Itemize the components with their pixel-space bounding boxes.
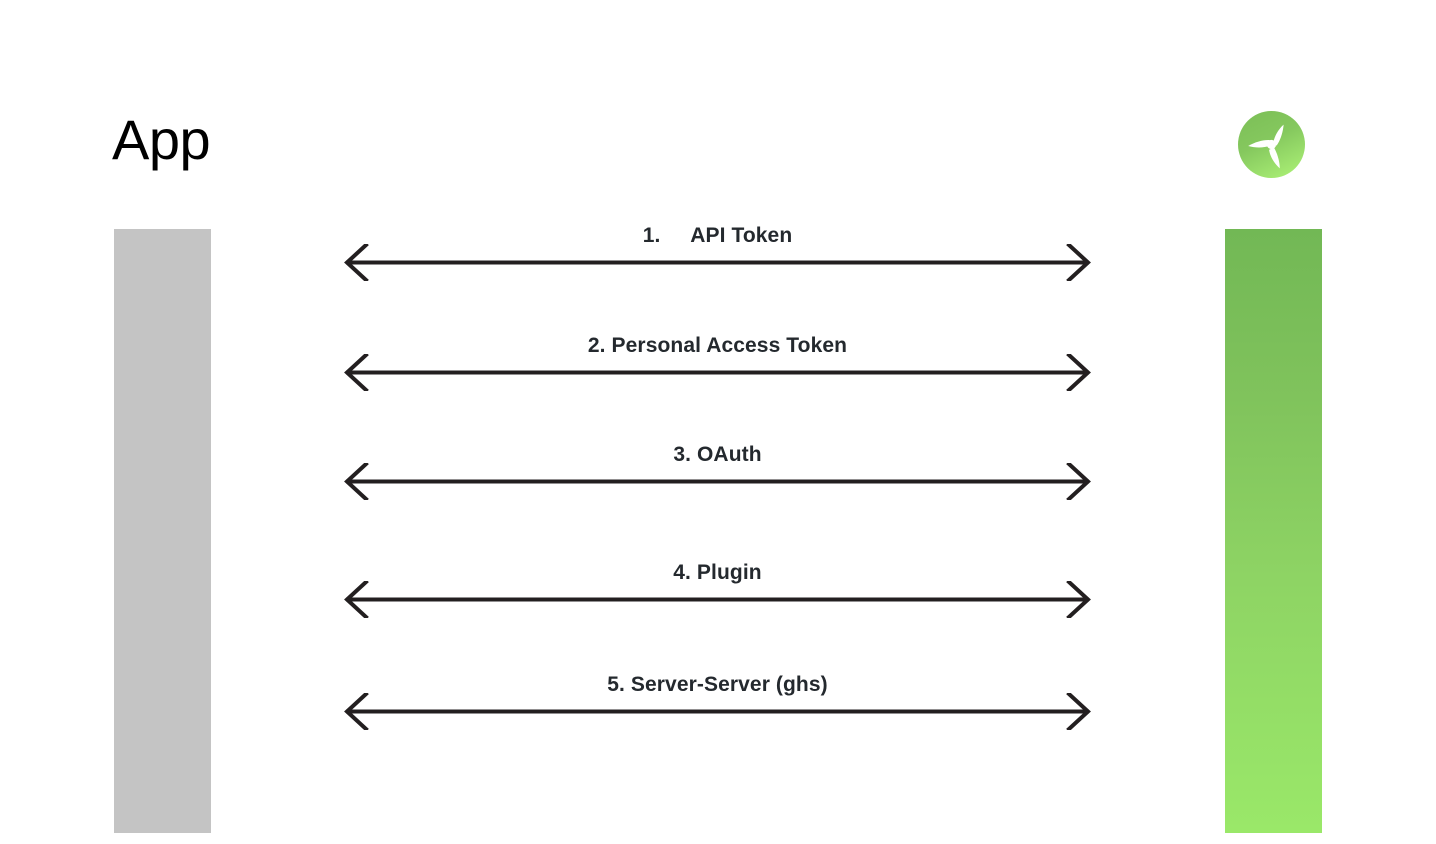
propeller-logo-icon xyxy=(1237,110,1306,179)
message-label-2: 2. Personal Access Token xyxy=(587,334,848,357)
bidirectional-arrow-icon xyxy=(339,354,1096,391)
service-lifeline-bar xyxy=(1225,229,1322,833)
message-label-4: 4. Plugin xyxy=(673,561,762,584)
bidirectional-arrow-icon xyxy=(339,693,1096,730)
message-label-1: 1. API Token xyxy=(642,224,793,247)
bidirectional-arrow-icon xyxy=(339,463,1096,500)
app-actor-title: App xyxy=(112,108,211,171)
message-label-5: 5. Server-Server (ghs) xyxy=(607,673,828,696)
message-label-3: 3. OAuth xyxy=(673,443,762,466)
app-lifeline-bar xyxy=(114,229,211,833)
bidirectional-arrow-icon xyxy=(339,244,1096,281)
bidirectional-arrow-icon xyxy=(339,581,1096,618)
